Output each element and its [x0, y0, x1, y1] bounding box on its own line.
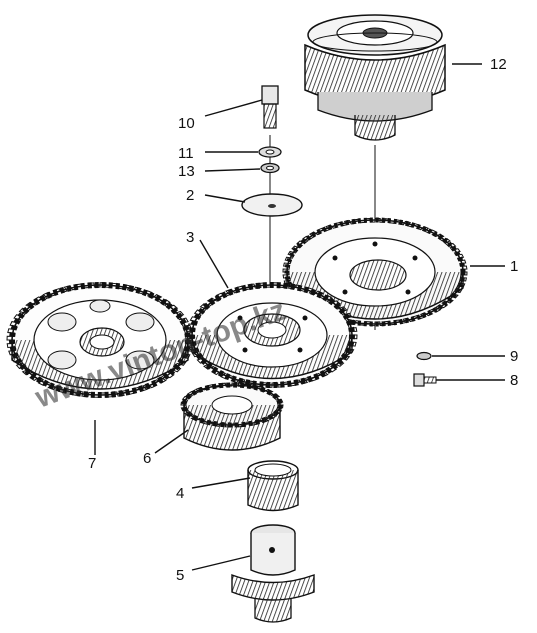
gear-3-teeth [186, 282, 358, 388]
part-12-drum-assembly [304, 14, 446, 141]
leader-lines [94, 63, 505, 571]
part-13-lock-washer [260, 162, 280, 174]
label-1: 1 [510, 258, 518, 275]
part-10-bolt [261, 85, 279, 129]
part-3-center-gear [186, 282, 358, 388]
part-11-washer [258, 146, 282, 158]
label-6: 6 [143, 450, 151, 467]
part-5-shaft [231, 524, 315, 623]
part-9-washer [416, 351, 432, 361]
part-2-plate [241, 193, 303, 217]
label-5: 5 [176, 567, 184, 584]
gear-1-teeth [282, 217, 468, 327]
gear-6-teeth [180, 382, 284, 428]
gear-7-teeth [6, 282, 194, 398]
label-4: 4 [176, 485, 184, 502]
label-11: 11 [178, 145, 194, 162]
label-7: 7 [88, 455, 96, 472]
part-8-screw [413, 373, 437, 387]
part-4-bushing [247, 460, 299, 512]
label-10: 10 [178, 115, 195, 132]
label-8: 8 [510, 372, 518, 389]
label-9: 9 [510, 348, 518, 365]
label-13: 13 [178, 163, 195, 180]
label-2: 2 [186, 187, 194, 204]
part-6-pinion-gear [180, 382, 284, 451]
label-3: 3 [186, 229, 194, 246]
part-7-left-gear [6, 282, 194, 398]
label-12: 12 [490, 56, 507, 73]
